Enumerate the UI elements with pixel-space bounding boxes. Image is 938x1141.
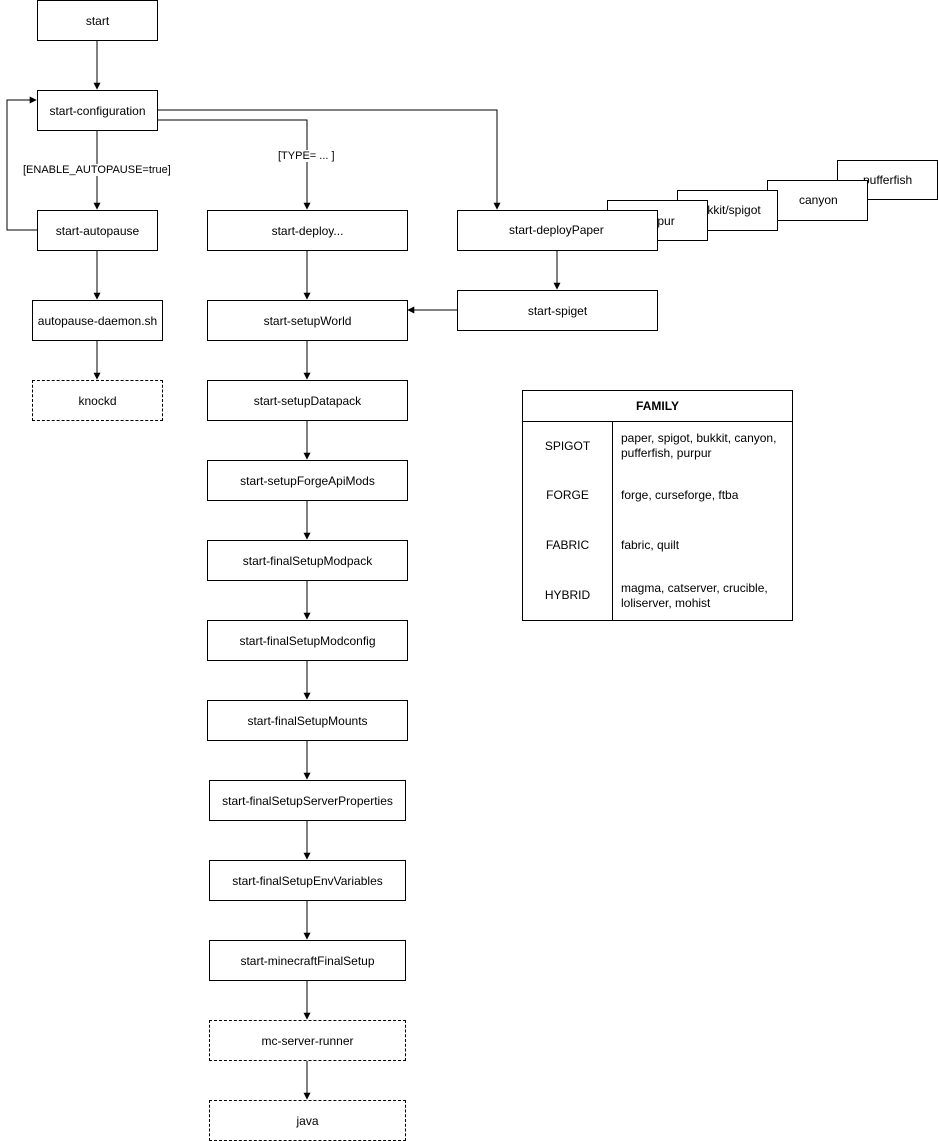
family-value-forge: forge, curseforge, ftba <box>621 488 739 502</box>
variant-canyon[interactable]: canyon <box>767 180 868 221</box>
node-start-finalSetupModpack[interactable]: start-finalSetupModpack <box>207 540 408 581</box>
node-java[interactable]: java <box>209 1100 406 1141</box>
node-start-deployPaper[interactable]: start-deployPaper <box>457 210 658 251</box>
node-start-deployPaper-label: start-deployPaper <box>509 223 604 237</box>
variant-canyon-label: canyon <box>799 193 838 207</box>
node-start-setupForgeApiMods[interactable]: start-setupForgeApiMods <box>207 460 408 501</box>
node-start-finalSetupServerProperties[interactable]: start-finalSetupServerProperties <box>209 780 406 821</box>
node-start-autopause[interactable]: start-autopause <box>37 210 158 251</box>
node-mc-server-runner[interactable]: mc-server-runner <box>209 1020 406 1061</box>
node-start-setupWorld[interactable]: start-setupWorld <box>207 300 408 341</box>
type-condition-label: [TYPE= ... ] <box>277 150 336 162</box>
edge-configuration-to-deploy <box>157 119 311 210</box>
node-start-spiget[interactable]: start-spiget <box>457 290 658 331</box>
family-value-spigot: paper, spigot, bukkit, canyon, pufferfis… <box>621 431 777 460</box>
family-table: FAMILY SPIGOT paper, spigot, bukkit, can… <box>522 390 793 621</box>
node-start-configuration[interactable]: start-configuration <box>37 90 158 131</box>
node-start-minecraftFinalSetup[interactable]: start-minecraftFinalSetup <box>209 940 406 981</box>
family-table-divider <box>612 421 613 620</box>
node-start-setupDatapack[interactable]: start-setupDatapack <box>207 380 408 421</box>
node-start-deploy[interactable]: start-deploy... <box>207 210 408 251</box>
family-table-title: FAMILY <box>523 391 792 422</box>
family-value-hybrid: magma, catserver, crucible, loliserver, … <box>621 581 768 610</box>
node-knockd[interactable]: knockd <box>32 380 163 421</box>
family-key-fabric: FABRIC <box>545 538 590 552</box>
variant-bukkit-spigot-label: bukkit/spigot <box>694 203 761 217</box>
node-start-finalSetupModconfig[interactable]: start-finalSetupModconfig <box>207 620 408 661</box>
family-key-forge: FORGE <box>546 488 589 502</box>
node-start-finalSetupEnvVariables[interactable]: start-finalSetupEnvVariables <box>209 860 406 901</box>
autopause-condition-label: [ENABLE_AUTOPAUSE=true] <box>22 164 172 176</box>
edge-configuration-to-deployPaper <box>157 109 501 210</box>
family-key-hybrid: HYBRID <box>544 588 591 602</box>
node-start[interactable]: start <box>37 0 158 41</box>
node-autopause-daemon[interactable]: autopause-daemon.sh <box>32 300 163 341</box>
family-value-fabric: fabric, quilt <box>621 538 680 552</box>
variant-pufferfish-label: pufferfish <box>863 173 913 187</box>
edge-autopause-loop-back <box>6 96 37 231</box>
node-start-finalSetupMounts[interactable]: start-finalSetupMounts <box>207 700 408 741</box>
family-key-spigot: SPIGOT <box>544 439 591 453</box>
